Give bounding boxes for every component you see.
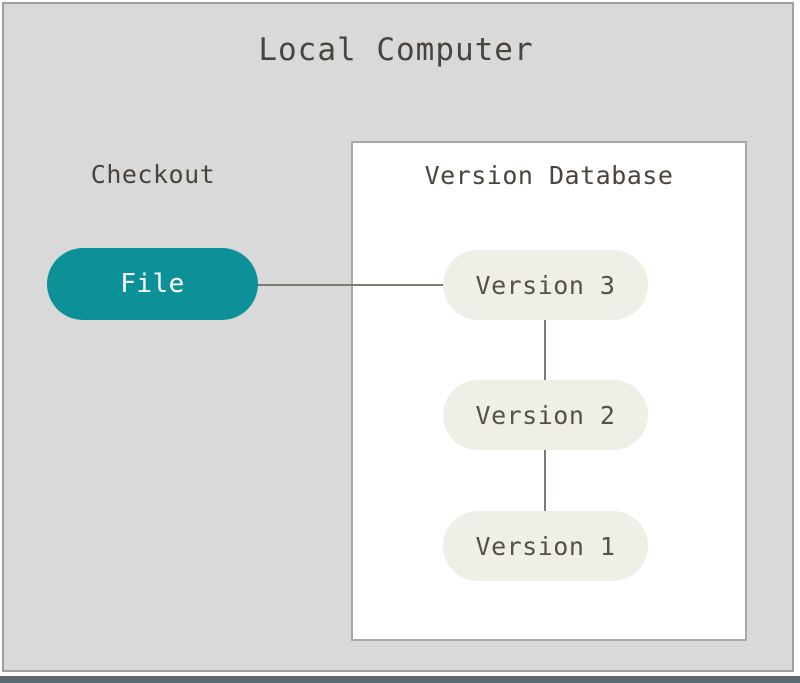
version-node-1[interactable]: Version 1 bbox=[443, 511, 648, 581]
version-node-2[interactable]: Version 2 bbox=[443, 380, 648, 450]
connector-version-3-to-version-2 bbox=[544, 318, 546, 383]
checkout-label: Checkout bbox=[90, 160, 216, 189]
version-database-label: Version Database bbox=[424, 161, 674, 190]
version-node-3[interactable]: Version 3 bbox=[443, 250, 648, 320]
file-node[interactable]: File bbox=[47, 248, 258, 320]
connector-version-2-to-version-1 bbox=[544, 448, 546, 513]
bottom-strip bbox=[0, 676, 800, 683]
connector-file-to-version-3 bbox=[252, 284, 452, 286]
page-title: Local Computer bbox=[258, 32, 534, 68]
